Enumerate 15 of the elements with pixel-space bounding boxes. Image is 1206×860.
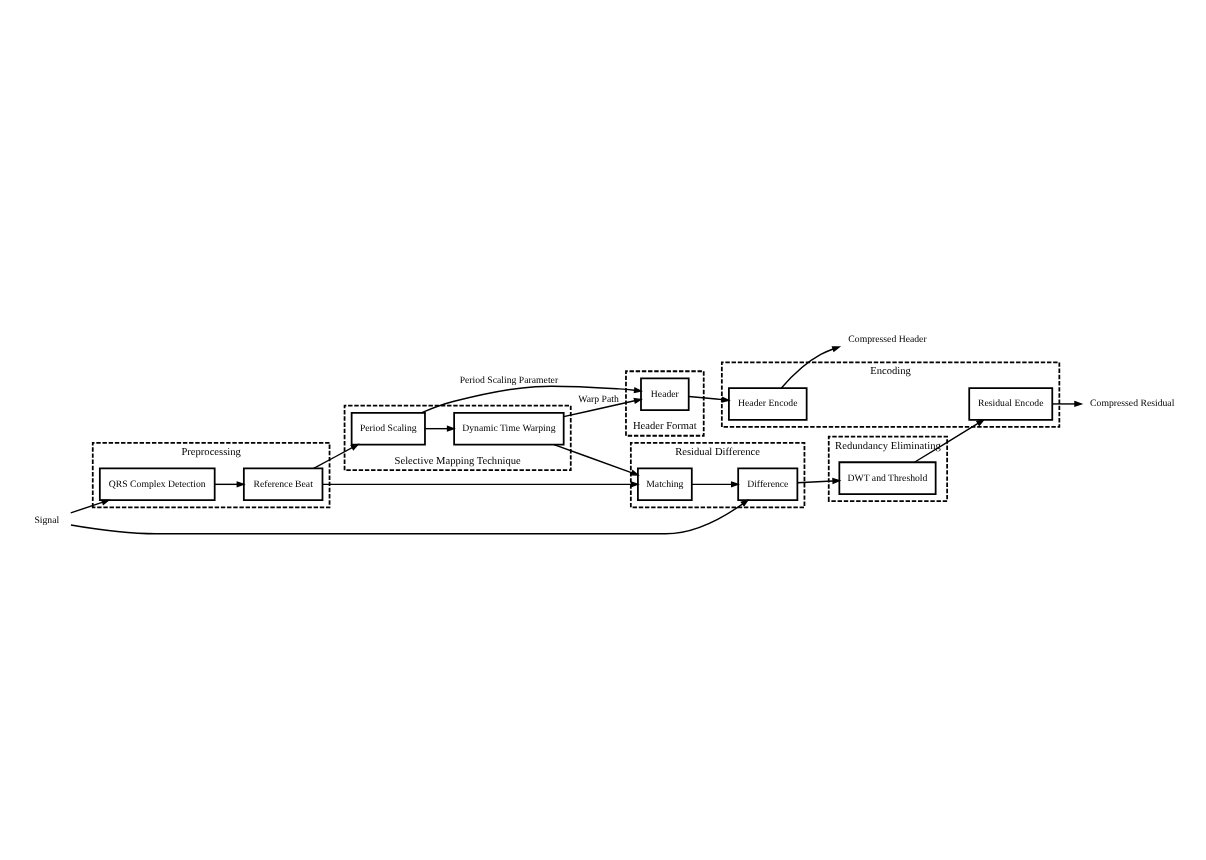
arrow bbox=[312, 443, 360, 470]
arrow bbox=[421, 385, 643, 414]
arrow bbox=[214, 481, 246, 488]
arrow bbox=[913, 418, 986, 463]
arrow bbox=[1051, 400, 1084, 408]
arrow bbox=[424, 425, 456, 432]
arrow bbox=[553, 443, 640, 476]
arrow bbox=[563, 397, 643, 418]
arrow bbox=[688, 395, 731, 403]
arrow bbox=[321, 481, 640, 488]
arrow bbox=[780, 346, 842, 389]
arrow bbox=[796, 477, 842, 485]
arrow bbox=[70, 499, 750, 535]
arrow bbox=[70, 499, 111, 514]
arrow bbox=[691, 481, 740, 488]
